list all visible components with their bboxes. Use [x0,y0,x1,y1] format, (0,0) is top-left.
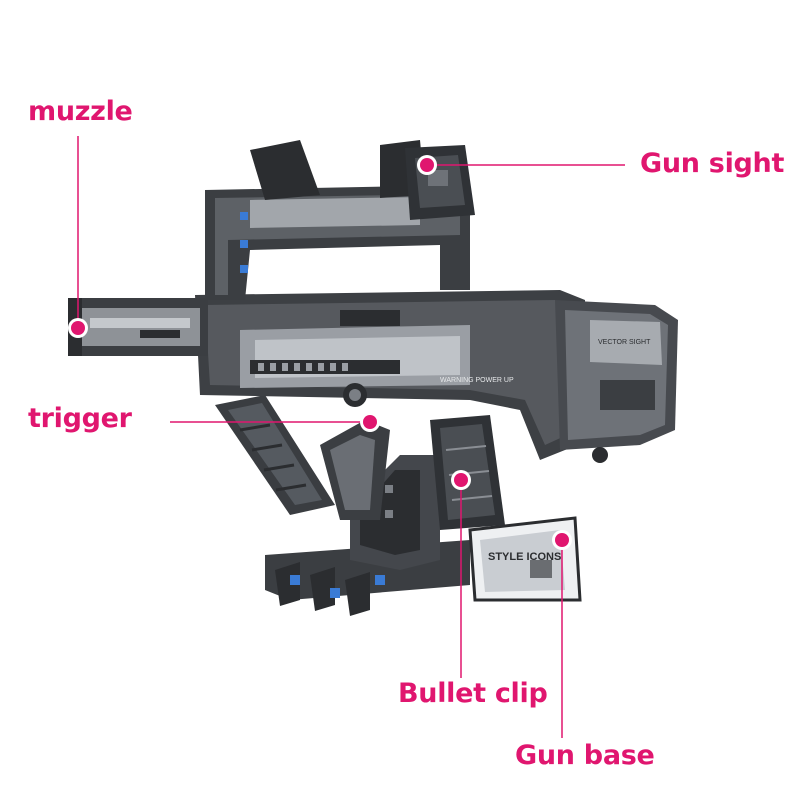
leader-lines [77,136,625,738]
foregrip [215,395,335,515]
trigger-label: trigger [28,403,132,434]
gun-sight-label: Gun sight [640,148,785,179]
muzzle-label: muzzle [28,96,133,127]
sight-dot [417,155,437,175]
gun-base-label: Gun base [515,740,655,771]
callout-dots [68,155,572,550]
carry-handle [205,140,470,300]
gun-sight-block [405,145,475,220]
muzzle-dot [68,318,88,338]
stock: VECTOR SIGHT [555,300,678,463]
receiver-body: WARNING POWER UP [195,290,590,460]
stand-base [265,455,470,616]
side-print-text: WARNING POWER UP [440,377,514,384]
clip-dot [451,470,471,490]
bullet-clip-label: Bullet clip [398,678,548,709]
stock-print-text: VECTOR SIGHT [598,339,651,346]
barrel [68,298,208,356]
trigger-dot [360,412,380,432]
base-dot [552,530,572,550]
trigger-area [320,420,390,520]
